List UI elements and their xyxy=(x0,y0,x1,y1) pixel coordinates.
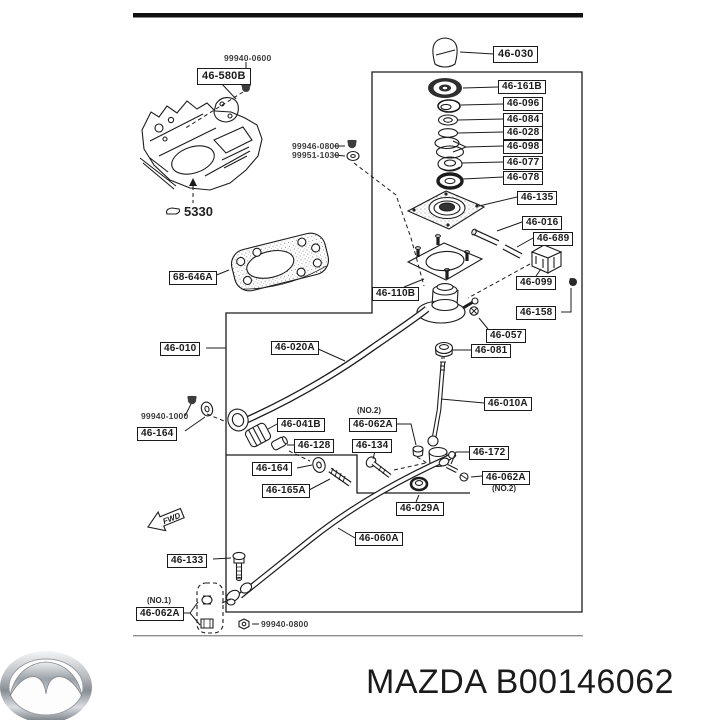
part-label-46-133: 46-133 xyxy=(167,554,208,568)
part-label-46-172: 46-172 xyxy=(469,446,510,460)
extension-rod-illustration xyxy=(226,451,456,606)
part-label-68-646A: 68-646A xyxy=(169,271,217,285)
pin-46-689-illustration xyxy=(502,244,523,259)
part-label-46-081: 46-081 xyxy=(471,344,512,358)
nut-46-062A-no2-icon xyxy=(412,445,424,458)
part-label-46-689: 46-689 xyxy=(533,232,574,246)
pin-46-172-icon xyxy=(446,464,469,482)
bottom-rule xyxy=(133,635,583,637)
part-label-46-161B: 46-161B xyxy=(498,80,546,94)
pin-46-016-illustration xyxy=(471,228,500,246)
part-label-46-164-b: 46-164 xyxy=(252,462,293,476)
note-no2-top: (NO.2) xyxy=(357,406,381,415)
shift-rod-illustration xyxy=(227,306,430,432)
part-label-46-041B: 46-041B xyxy=(277,418,325,432)
part-label-46-029A: 46-029A xyxy=(396,502,444,516)
nut-99946-0800-icon xyxy=(346,139,360,162)
part-label-46-030: 46-030 xyxy=(493,46,539,63)
bolt-46-133-illustration xyxy=(232,551,246,581)
fastener-46-158-icon xyxy=(569,278,577,286)
bushing-46-041B-illustration xyxy=(244,422,288,451)
lever-parts-stack xyxy=(428,78,465,190)
bracket-46-099-illustration xyxy=(530,244,563,274)
gasket-plate-illustration xyxy=(230,232,330,292)
part-label-46-062A-no1: 46-062A xyxy=(136,607,184,621)
part-label-46-165A: 46-165A xyxy=(262,484,310,498)
part-label-46-098: 46-098 xyxy=(503,140,544,154)
washer-stud-illustration xyxy=(312,457,352,487)
note-no2-right: (NO.2) xyxy=(492,484,516,493)
ref-label-99940-0600: 99940-0600 xyxy=(224,53,272,63)
ref-label-99940-0800: 99940-0800 xyxy=(261,619,309,629)
part-label-46-016: 46-016 xyxy=(522,216,563,230)
part-label-46-077: 46-077 xyxy=(503,156,544,170)
shift-knob-illustration xyxy=(432,37,458,68)
part-number-title: MAZDA B00146062 xyxy=(366,663,675,701)
retainer-plate-illustration xyxy=(406,234,484,281)
ref-label-99940-1000: 99940-1000 xyxy=(141,411,189,421)
cover-plate-illustration xyxy=(213,97,239,123)
part-label-46-057: 46-057 xyxy=(486,329,527,343)
part-label-46-135: 46-135 xyxy=(517,191,558,205)
ref-label-5330: 5330 xyxy=(184,204,213,219)
svg-text:FWD: FWD xyxy=(161,511,181,526)
part-label-46-020A: 46-020A xyxy=(271,341,319,355)
bushing-46-029A-illustration xyxy=(409,476,429,492)
fwd-arrow-label: FWD xyxy=(161,511,181,526)
part-label-46-010A: 46-010A xyxy=(484,397,532,411)
ref-label-99951-1030: 99951-1030 xyxy=(292,150,340,160)
mazda-logo xyxy=(0,651,92,720)
nut-99940-1000-icon xyxy=(187,395,214,417)
bushing-46-081-illustration xyxy=(434,341,454,358)
part-label-46-134: 46-134 xyxy=(352,439,393,453)
top-rule xyxy=(133,13,583,18)
part-label-46-010: 46-010 xyxy=(160,342,201,356)
car-body-illustration xyxy=(139,100,263,191)
lever-base-illustration xyxy=(408,283,479,324)
part-label-46-078: 46-078 xyxy=(503,171,544,185)
dashed-lines xyxy=(183,91,531,604)
assembly-enclosure xyxy=(225,71,583,613)
part-label-46-164-a: 46-164 xyxy=(137,427,178,441)
part-label-46-099: 46-099 xyxy=(516,276,557,290)
part-label-46-110B: 46-110B xyxy=(372,287,420,301)
bolt-46-134-illustration xyxy=(365,456,392,478)
part-label-46-158: 46-158 xyxy=(516,306,557,320)
leader-lines xyxy=(181,51,572,626)
control-rod-illustration xyxy=(427,357,457,468)
part-label-46-062A-no2-right: 46-062A xyxy=(482,471,530,485)
fwd-arrow-icon xyxy=(147,507,185,532)
note-no1: (NO.1) xyxy=(147,596,171,605)
part-label-46-028: 46-028 xyxy=(503,126,544,140)
nut-99940-0600-icon xyxy=(241,83,251,92)
part-label-46-096: 46-096 xyxy=(503,97,544,111)
part-label-46-062A-no2-top: 46-062A xyxy=(349,418,397,432)
clamp-no1-illustration xyxy=(196,582,224,634)
bolt-46-057-icon xyxy=(469,306,479,316)
boot-plate-illustration xyxy=(406,190,486,230)
part-label-46-580B: 46-580B xyxy=(197,68,251,85)
part-label-46-128: 46-128 xyxy=(294,439,335,453)
part-label-46-060A: 46-060A xyxy=(355,532,403,546)
clip-5330-icon xyxy=(166,178,197,215)
part-label-46-084: 46-084 xyxy=(503,113,544,127)
nut-99940-0800-icon xyxy=(238,618,250,630)
ref-label-99946-0800: 99946-0800 xyxy=(292,141,340,151)
